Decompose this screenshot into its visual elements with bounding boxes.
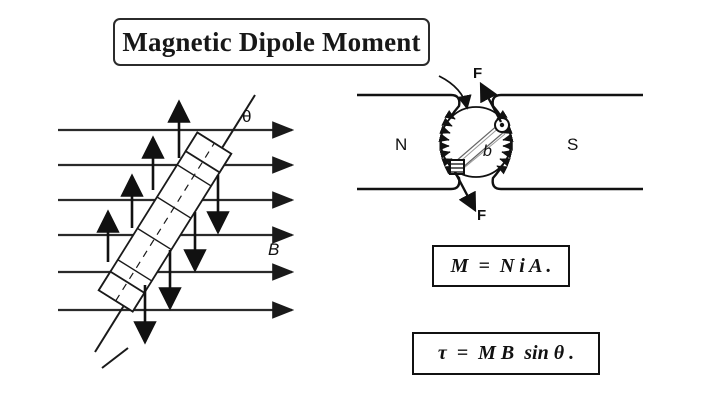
radial-field-magnet-svg: N S <box>357 65 643 224</box>
force-arrow-bottom <box>453 171 477 213</box>
downward-force-arrows <box>133 175 230 345</box>
core-leader-line <box>438 75 472 110</box>
page-title-box: Magnetic Dipole Moment <box>113 18 430 66</box>
force-bottom-label: F <box>477 207 486 224</box>
formula-box-torque: τ = M B sin θ . <box>412 332 600 375</box>
uniform-field-loop-svg: θ B <box>58 94 295 369</box>
south-pole-label: S <box>567 135 578 154</box>
north-pole-label: N <box>395 135 407 154</box>
formula-torque: τ = M B sin θ . <box>437 342 575 364</box>
upward-force-arrows <box>96 99 191 262</box>
current-out-of-page-dot-icon <box>494 117 510 133</box>
right-figure-panel: N S <box>355 62 645 224</box>
page-title: Magnetic Dipole Moment <box>122 26 421 57</box>
left-figure-panel: θ B <box>40 80 340 370</box>
force-arrows <box>453 81 503 213</box>
formula-dipole-moment: M = N i A . <box>450 254 552 277</box>
force-arrow-top <box>479 81 503 123</box>
angle-theta-label: θ <box>242 107 251 126</box>
coil-width-b-label: b <box>483 143 492 160</box>
current-into-page-cross-icon <box>449 159 465 175</box>
formula-box-dipole-moment: M = N i A . <box>432 245 570 287</box>
tilted-current-loop <box>97 131 233 313</box>
force-top-label: F <box>473 65 482 82</box>
field-b-label: B <box>268 240 279 259</box>
